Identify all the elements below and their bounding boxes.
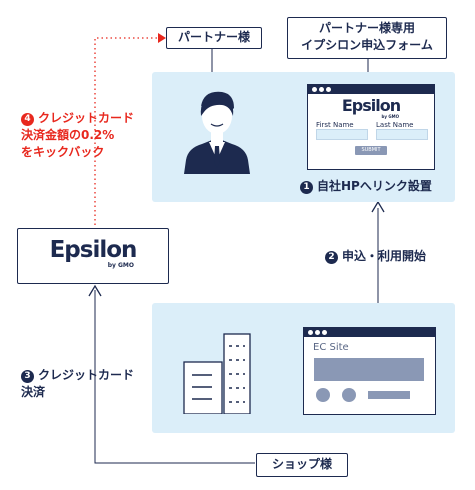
window-dot-icon — [308, 330, 313, 335]
last-name-label: Last Name — [376, 121, 414, 129]
ec-banner — [314, 358, 424, 381]
shop-label: ショップ様 — [256, 453, 348, 477]
signup-form-window: Epsilon by GMO First Name Last Name SUBM… — [307, 84, 435, 170]
step-3-label: 3 クレジットカード 決済 — [21, 367, 134, 401]
step-1-number: 1 — [300, 181, 313, 194]
building-icon — [183, 333, 251, 414]
shop-label-text: ショップ様 — [271, 457, 332, 471]
submit-button[interactable]: SUBMIT — [355, 146, 387, 155]
step-2-label: 2 申込・利用開始 — [325, 248, 426, 265]
partner-form-label-line2: イプシロン申込フォーム — [301, 38, 433, 52]
form-logo: Epsilon — [308, 98, 434, 114]
step-3-line1: クレジットカード — [38, 368, 135, 382]
step-4-line1: クレジットカード — [38, 111, 135, 125]
form-fields-row: First Name Last Name — [308, 119, 434, 140]
epsilon-logo-text: Epsilon — [49, 237, 138, 263]
payment-line — [94, 290, 255, 464]
step-2-number: 2 — [325, 251, 338, 264]
epsilon-box: Epsilon by GMO — [17, 228, 169, 284]
ec-item-row — [316, 388, 435, 402]
ec-site-window: EC Site — [303, 327, 436, 415]
last-name-field[interactable] — [376, 129, 428, 140]
window-dot-icon — [312, 87, 317, 92]
window-dot-icon — [319, 87, 324, 92]
partner-label-text: パートナー様 — [177, 30, 250, 44]
partner-form-label: パートナー様専用 イプシロン申込フォーム — [287, 17, 447, 59]
step-3-line2: 決済 — [21, 385, 46, 399]
ec-item-icon — [316, 388, 330, 402]
step-4-line3: をキックバック — [21, 145, 105, 159]
form-logo-text: Epsilon — [341, 96, 401, 115]
step-1-text: 自社HPへリンク設置 — [317, 179, 432, 193]
kickback-dotted-line — [94, 37, 160, 225]
ec-window-titlebar — [304, 328, 435, 337]
partner-label: パートナー様 — [166, 27, 262, 49]
ec-item-icon — [342, 388, 356, 402]
first-name-label: First Name — [316, 121, 354, 129]
window-dot-icon — [326, 87, 331, 92]
arrow-up-icon — [88, 284, 102, 297]
step-1-label: 1 自社HPへリンク設置 — [300, 178, 432, 195]
step-4-label: 4 クレジットカード 決済金額の0.2% をキックバック — [21, 110, 134, 161]
window-dot-icon — [315, 330, 320, 335]
partner-form-label-line1: パートナー様専用 — [318, 21, 415, 35]
epsilon-logo-sub: by GMO — [107, 262, 134, 269]
arrow-up-icon — [371, 200, 385, 213]
step-2-text: 申込・利用開始 — [342, 249, 427, 263]
form-logo-sub: by GMO — [381, 114, 399, 119]
ec-item-bar — [368, 391, 410, 399]
step-4-number: 4 — [21, 113, 34, 126]
person-icon — [184, 91, 250, 174]
step-4-line2: 決済金額の0.2% — [21, 128, 115, 142]
step-3-number: 3 — [21, 370, 34, 383]
arrow-right-icon — [158, 33, 166, 43]
first-name-field[interactable] — [316, 129, 368, 140]
ec-site-title: EC Site — [313, 342, 349, 353]
window-dot-icon — [322, 330, 327, 335]
form-window-titlebar — [308, 85, 434, 94]
